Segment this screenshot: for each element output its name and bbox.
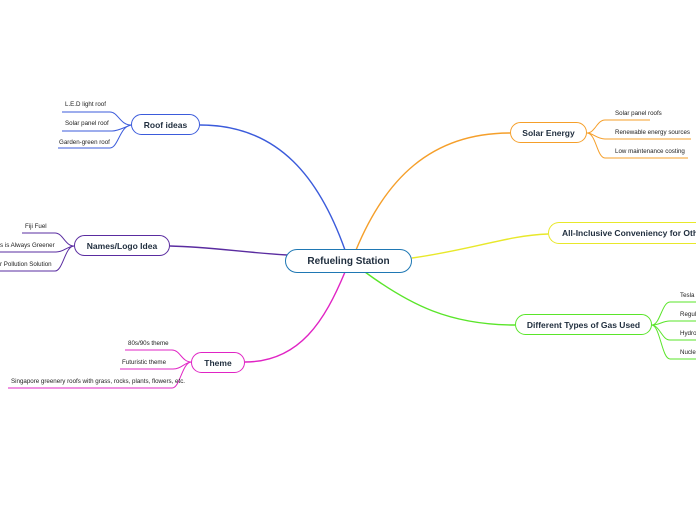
connector-names-leaf: [0, 245, 75, 272]
connector-solar: [355, 132, 511, 251]
leaf-gas-hydro[interactable]: Hydro: [680, 330, 696, 337]
branch-names-logo-idea[interactable]: Names/Logo Idea: [74, 235, 170, 256]
connector-solar-leaf: [586, 132, 688, 159]
connector-allinc: [411, 233, 549, 259]
branch-gas-types[interactable]: Different Types of Gas Used: [515, 314, 652, 335]
connector-gas-leaf: [651, 301, 696, 326]
branch-roof-ideas[interactable]: Roof ideas: [131, 114, 200, 135]
leaf-names-greener[interactable]: s is Always Greener: [0, 242, 55, 249]
leaf-solar-renewable[interactable]: Renewable energy sources: [615, 129, 690, 136]
leaf-solar-low-maintenance[interactable]: Low maintenance costing: [615, 148, 685, 155]
connector-gas-leaf: [651, 320, 696, 326]
connector-roof-leaf: [62, 111, 132, 126]
connector-theme: [244, 271, 346, 363]
connector-names: [169, 245, 288, 256]
branch-all-inclusive[interactable]: All-Inclusive Conveniency for Oth: [548, 222, 696, 244]
connector-roof-leaf: [58, 124, 132, 149]
leaf-theme-singapore[interactable]: Singapore greenery roofs with grass, roc…: [11, 378, 186, 385]
leaf-roof-solar[interactable]: Solar panel roof: [65, 120, 109, 127]
leaf-theme-80s90s[interactable]: 80s/90s theme: [128, 340, 169, 347]
leaf-gas-tesla[interactable]: Tesla: [680, 292, 695, 299]
connector-solar-leaf: [586, 119, 650, 134]
connector-theme-leaf: [8, 361, 192, 389]
leaf-roof-led[interactable]: L.E.D light roof: [65, 101, 106, 108]
leaf-solar-panel-roofs[interactable]: Solar panel roofs: [615, 110, 662, 117]
connector-gas: [364, 271, 516, 326]
leaf-gas-nucle[interactable]: Nucle: [680, 349, 696, 356]
leaf-theme-futuristic[interactable]: Futuristic theme: [122, 359, 167, 366]
leaf-gas-regul[interactable]: Regul: [680, 311, 696, 318]
connector-names-leaf: [22, 232, 75, 247]
leaf-names-fiji[interactable]: Fiji Fuel: [25, 223, 47, 230]
leaf-roof-garden[interactable]: Garden-green roof: [59, 139, 110, 146]
branch-solar-energy[interactable]: Solar Energy: [510, 122, 587, 143]
root-node[interactable]: Refueling Station: [285, 249, 412, 273]
connector-theme-leaf: [125, 349, 192, 363]
branch-theme[interactable]: Theme: [191, 352, 245, 373]
connector-gas-leaf: [651, 324, 696, 360]
leaf-names-pollution[interactable]: r Pollution Solution: [0, 261, 52, 268]
connector-roof: [199, 124, 346, 251]
